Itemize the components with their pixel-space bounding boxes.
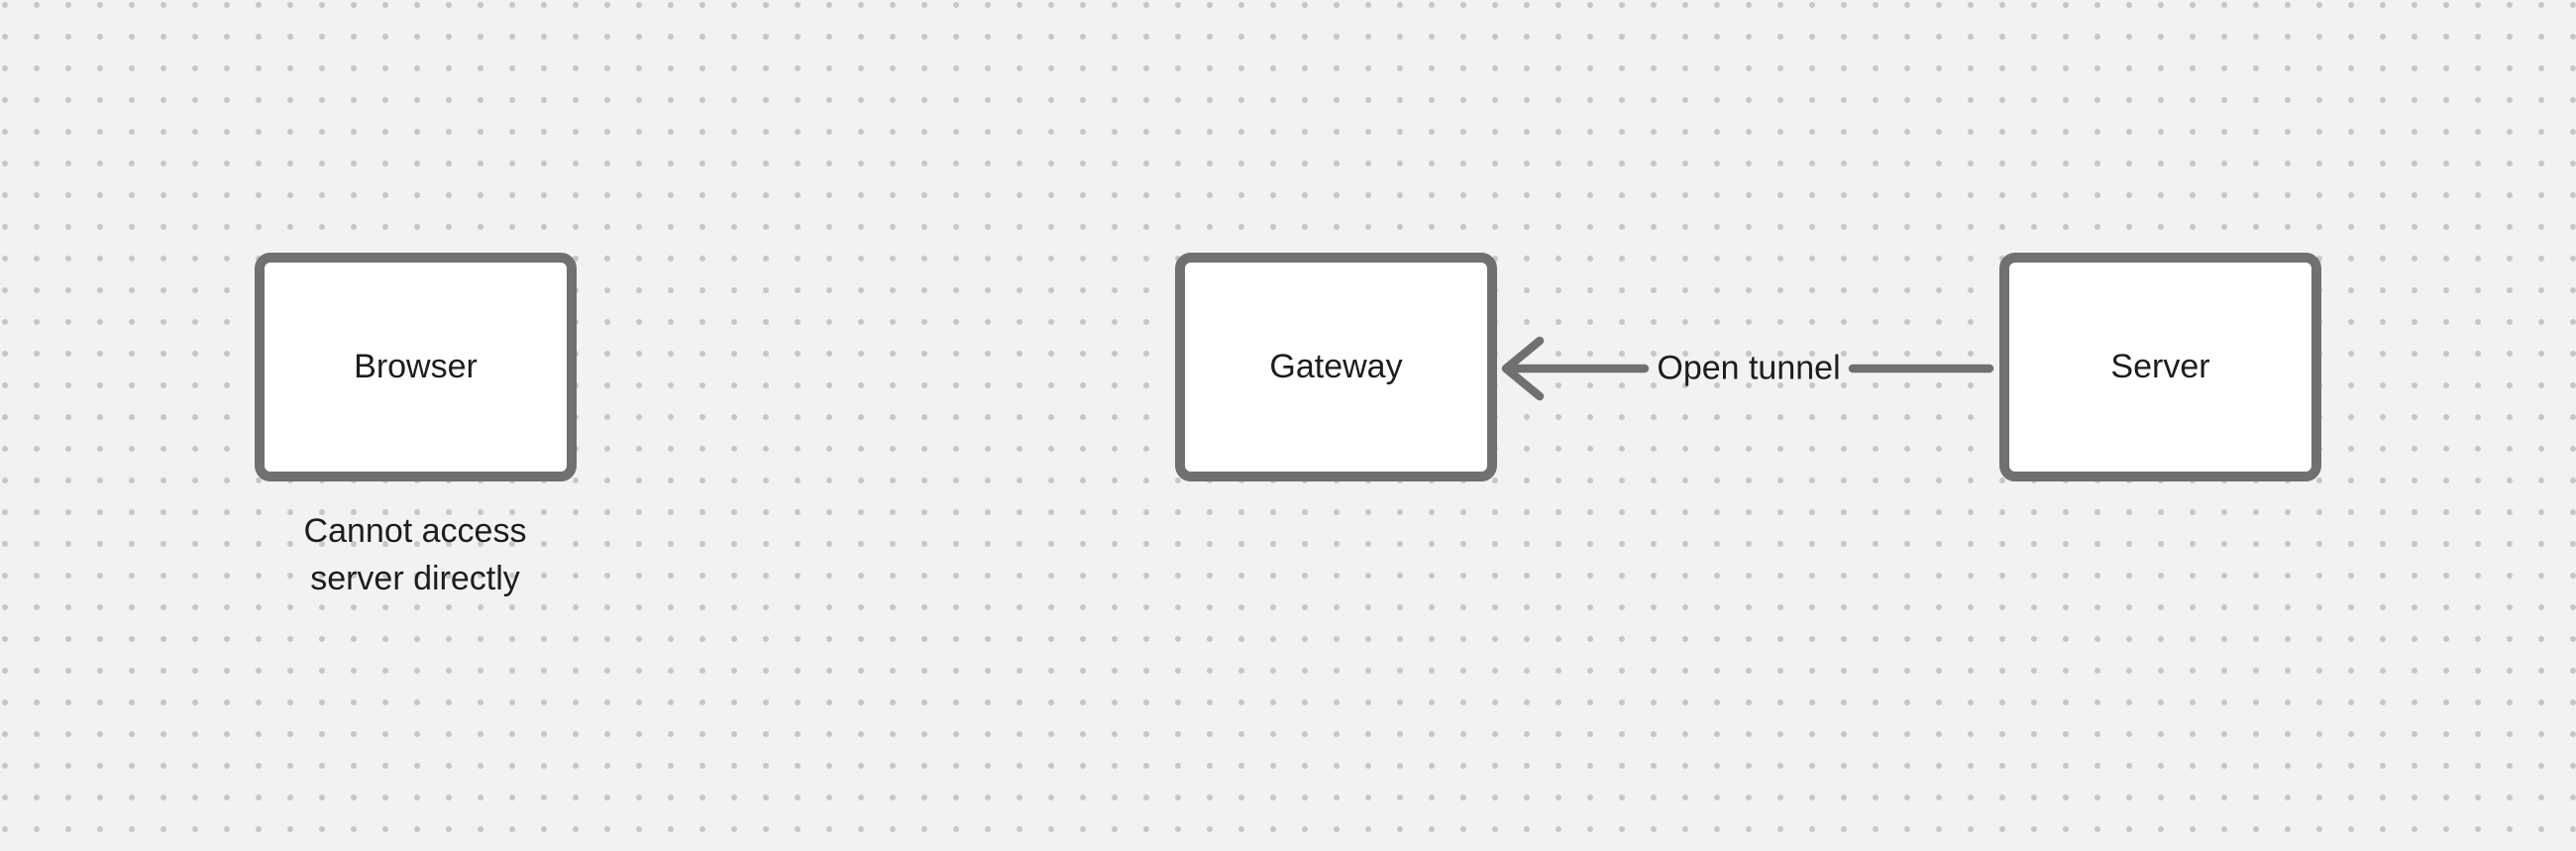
caption-line-1: Cannot access xyxy=(303,512,527,550)
node-server[interactable]: Server xyxy=(1999,253,2321,481)
edge-label-open-tunnel[interactable]: Open tunnel xyxy=(1657,349,1841,387)
node-gateway[interactable]: Gateway xyxy=(1175,253,1497,481)
node-browser[interactable]: Browser xyxy=(255,253,577,481)
node-gateway-label: Gateway xyxy=(1269,348,1403,385)
node-server-label: Server xyxy=(2110,348,2210,385)
caption-cannot-access-server[interactable]: Cannot access server directly xyxy=(304,507,527,602)
node-browser-label: Browser xyxy=(354,348,478,385)
caption-line-2: server directly xyxy=(310,560,520,597)
